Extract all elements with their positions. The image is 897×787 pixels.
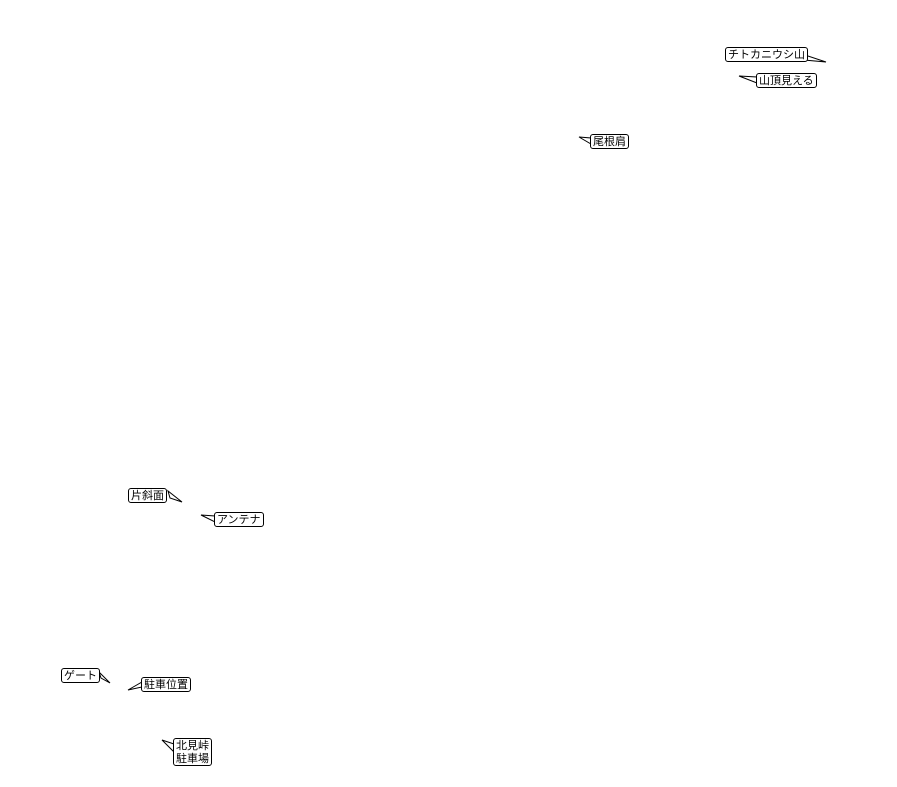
label-kitami-pass-parking: 北見峠 駐車場	[173, 738, 212, 766]
leader-gate	[98, 671, 111, 684]
label-summit-visible: 山頂見える	[756, 73, 817, 88]
leader-slope	[167, 489, 183, 503]
leader-antenna	[200, 514, 216, 523]
label-slope: 片斜面	[128, 488, 167, 503]
label-antenna: アンテナ	[214, 512, 264, 527]
label-gate: ゲート	[61, 668, 100, 683]
leader-parking-position	[127, 681, 143, 691]
label-chitokaniushi-mountain: チトカニウシ山	[725, 47, 808, 62]
leader-summit-view	[738, 75, 758, 84]
label-ridge-shoulder: 尾根肩	[590, 134, 629, 149]
label-parking-position: 駐車位置	[141, 677, 191, 692]
